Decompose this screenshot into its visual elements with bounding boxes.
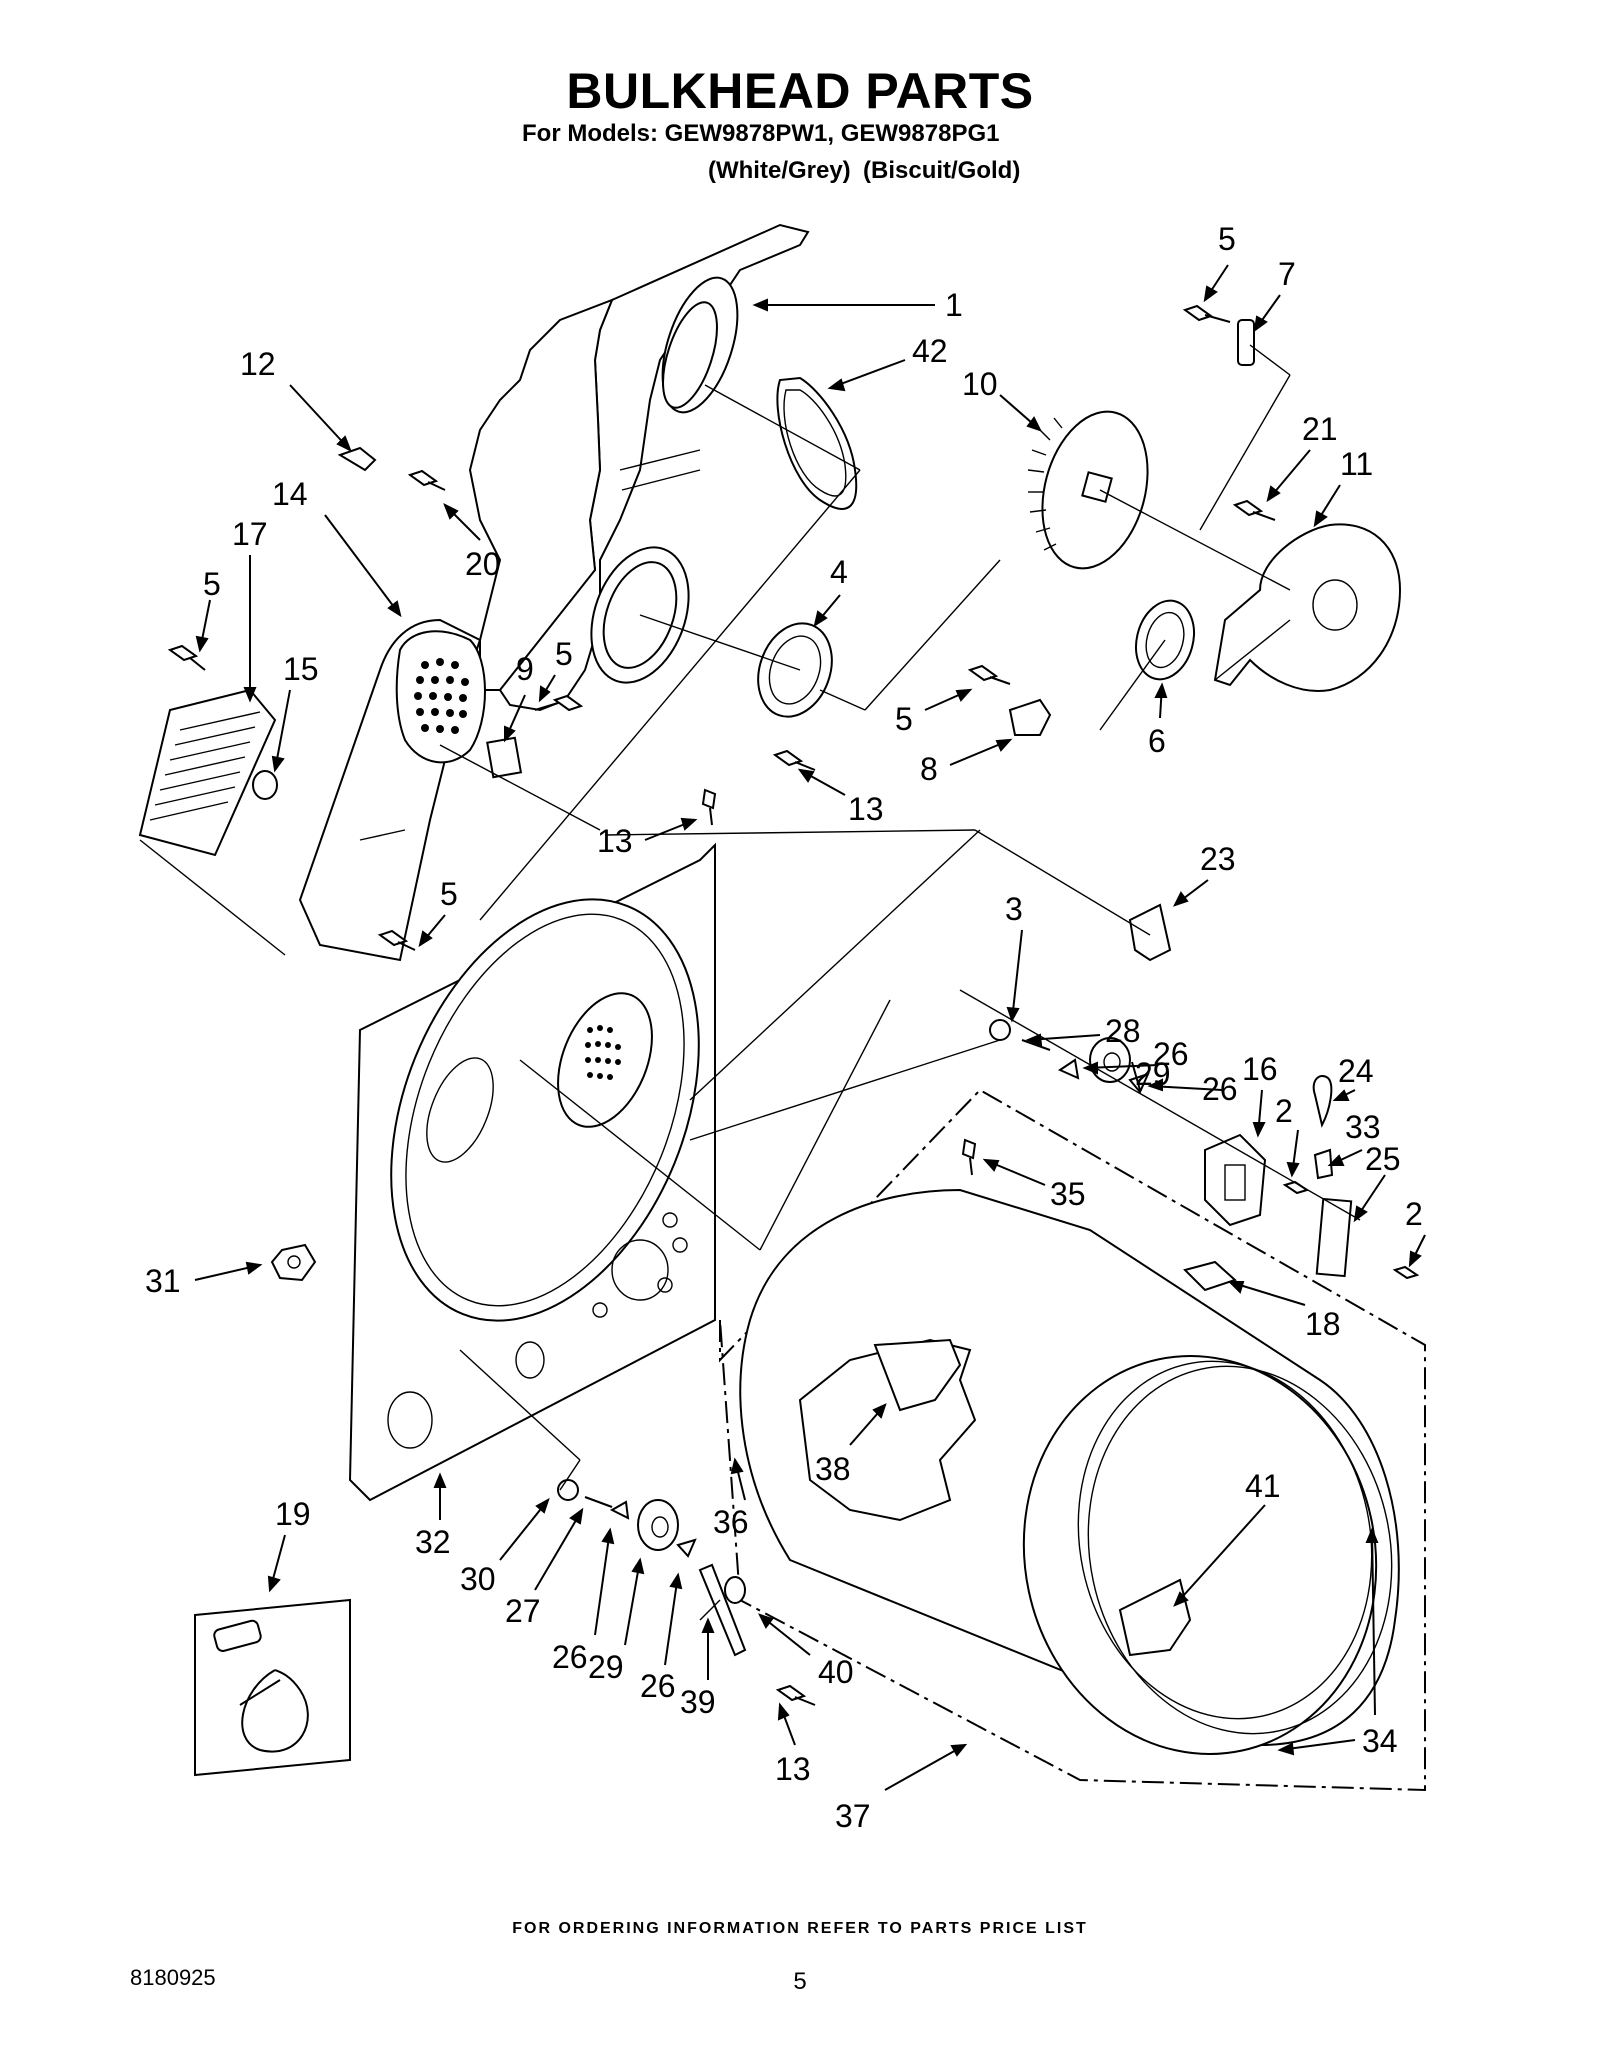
- callout-label: 18: [1305, 1306, 1341, 1342]
- part-23-pad: [1128, 903, 1172, 962]
- part-14-duct: [298, 618, 486, 962]
- callout-label: 30: [460, 1561, 496, 1597]
- part-12-bracket: [337, 446, 377, 472]
- part-10-blower-wheel: [1027, 410, 1149, 570]
- part-4-ring: [757, 622, 833, 718]
- callout-label: 1: [945, 287, 963, 323]
- callout-label: 41: [1245, 1468, 1281, 1504]
- part-7-clip: [1237, 319, 1255, 366]
- callout-label: 26: [1153, 1036, 1189, 1072]
- callout-label: 12: [240, 346, 276, 382]
- page-number: 5: [793, 1968, 807, 1995]
- callout-label: 7: [1278, 256, 1296, 292]
- callout-label: 33: [1345, 1109, 1381, 1145]
- callout-label: 5: [895, 701, 913, 737]
- callout-label: 15: [283, 651, 319, 687]
- callout-label: 40: [818, 1654, 854, 1690]
- part-15-thermostat: [252, 770, 278, 800]
- part-8-clip: [1008, 698, 1052, 736]
- callout-label: 42: [912, 333, 948, 369]
- callout-label: 5: [203, 566, 221, 602]
- part-31-nut: [270, 1243, 317, 1282]
- callout-label: 32: [415, 1524, 451, 1560]
- explode-lines: [139, 344, 1361, 1621]
- callout-label: 20: [465, 546, 501, 582]
- callout-label: 26: [640, 1668, 676, 1704]
- ordering-info: FOR ORDERING INFORMATION REFER TO PARTS …: [512, 1920, 1088, 1937]
- callout-label: 26: [552, 1639, 588, 1675]
- callout-label: 5: [1218, 221, 1236, 257]
- callout-label: 34: [1362, 1723, 1398, 1759]
- part-24-33-lamp: [1312, 1075, 1334, 1180]
- callout-label: 27: [505, 1593, 541, 1629]
- callout-label: 13: [597, 823, 633, 859]
- callout-label: 4: [830, 554, 848, 590]
- callout-label: 26: [1202, 1071, 1238, 1107]
- callout-label: 2: [1275, 1093, 1293, 1129]
- part-9-bracket: [486, 736, 523, 779]
- callout-label: 31: [145, 1263, 181, 1299]
- page-title: BULKHEAD PARTS: [566, 63, 1034, 119]
- callout-label: 39: [680, 1684, 716, 1720]
- callout-label: 24: [1338, 1053, 1374, 1089]
- part-19-harness: [194, 1598, 351, 1777]
- callout-label: 3: [1005, 891, 1023, 927]
- color-biscuit-gold: (Biscuit/Gold): [863, 157, 1021, 184]
- callout-label: 35: [1050, 1176, 1086, 1212]
- callout-label: 37: [835, 1798, 871, 1834]
- callout-label: 38: [815, 1451, 851, 1487]
- color-white-grey: (White/Grey): [708, 157, 851, 184]
- part-11-blower-housing: [1213, 523, 1402, 692]
- drum-dashed-outline: [719, 1088, 1426, 1792]
- part-42-seal: [776, 376, 858, 510]
- callout-label: 8: [920, 751, 938, 787]
- callout-arrows: [194, 264, 1426, 1791]
- callout-label: 28: [1105, 1013, 1141, 1049]
- model-numbers: For Models: GEW9878PW1, GEW9878PG1: [522, 120, 1000, 147]
- document-number: 8180925: [130, 1965, 216, 1990]
- callout-label: 2: [1405, 1196, 1423, 1232]
- part-25-housing: [1315, 1197, 1353, 1278]
- part-37-drum: [739, 1188, 1400, 1755]
- part-1-top-panel: [468, 223, 810, 712]
- callout-label: 29: [588, 1649, 624, 1685]
- callout-label: 14: [272, 476, 308, 512]
- callout-label: 9: [516, 651, 534, 687]
- callout-label: 16: [1242, 1051, 1278, 1087]
- upper-roller-parts: [989, 1019, 1150, 1094]
- lower-roller-parts: [557, 1479, 747, 1657]
- part-32-bulkhead: [348, 842, 716, 1502]
- callout-label: 11: [1340, 446, 1373, 482]
- callout-labels: 1 42 10 5 7 21 11 12 20 14 17 5 15 9 5 4…: [145, 221, 1423, 1834]
- callout-label: 36: [713, 1504, 749, 1540]
- callout-label: 13: [848, 791, 884, 827]
- part-18-clip: [1183, 1260, 1237, 1292]
- callout-label: 13: [775, 1751, 811, 1787]
- callout-label: 19: [275, 1496, 311, 1532]
- callout-label: 25: [1365, 1141, 1401, 1177]
- callout-label: 21: [1302, 411, 1338, 447]
- callout-label: 5: [555, 636, 573, 672]
- callout-label: 5: [440, 876, 458, 912]
- callout-label: 29: [1135, 1056, 1171, 1092]
- callout-label: 10: [962, 366, 998, 402]
- callout-label: 6: [1148, 723, 1166, 759]
- callout-label: 23: [1200, 841, 1236, 877]
- callout-label: 17: [232, 516, 268, 552]
- part-17-heater: [138, 688, 277, 857]
